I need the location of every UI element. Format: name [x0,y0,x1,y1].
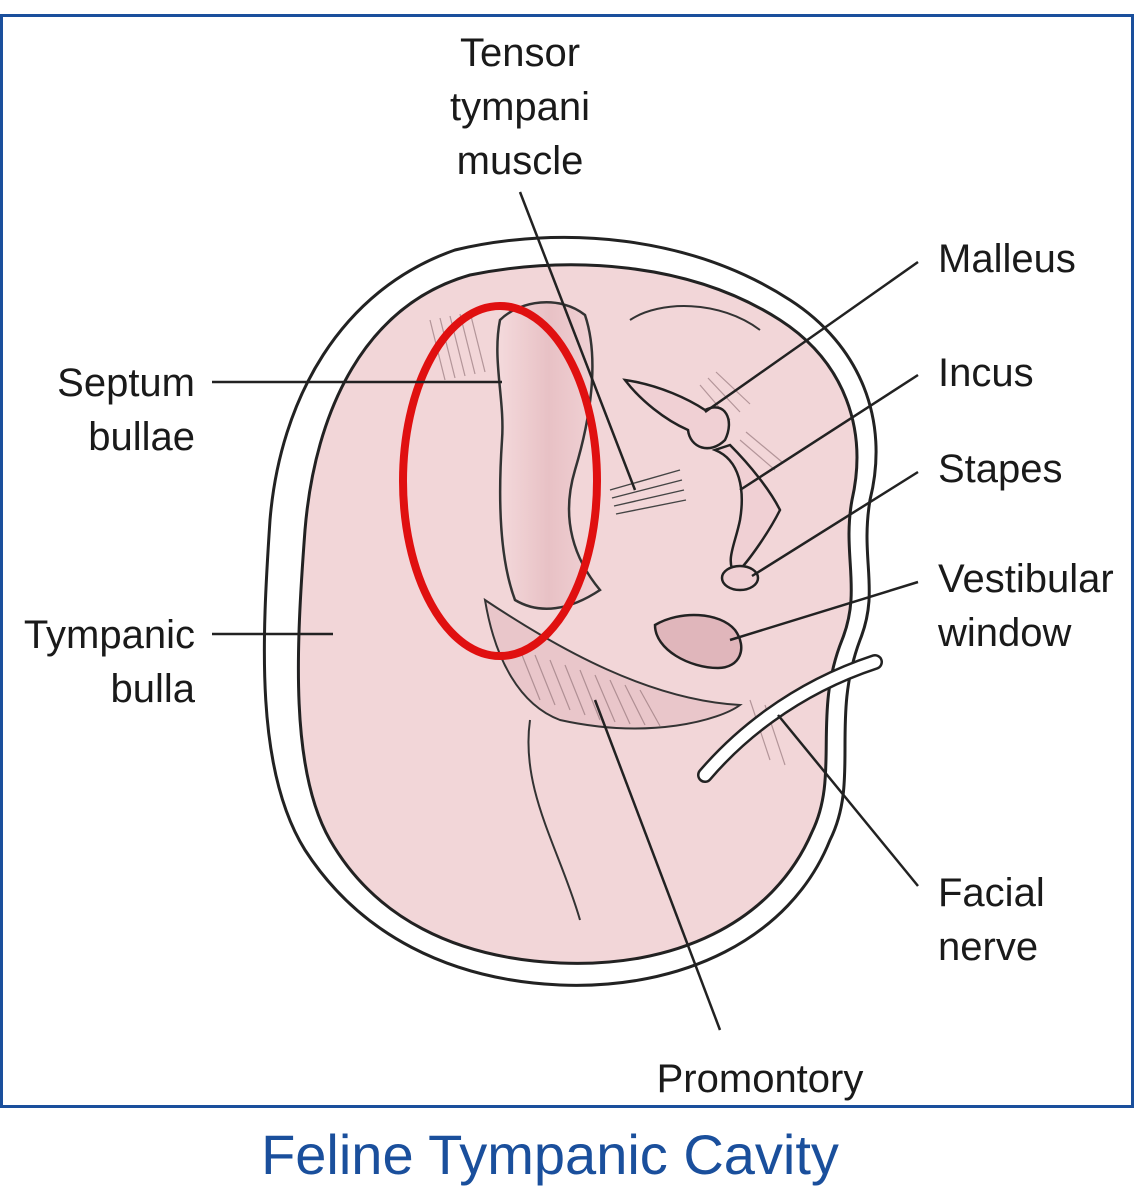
leader-malleus [704,260,919,414]
label-vestibular-line2: window [937,611,1072,655]
label-promontory: Promontory [657,1057,864,1101]
highlight-oval [399,302,601,660]
label-tympanic-bulla-line2: bulla [110,667,195,711]
facial-nerve-inner [699,656,881,781]
tensor-muscle-fibers [609,469,687,515]
promontory-region [483,597,743,730]
leader-tensor [518,191,637,491]
leader-promontory [593,699,722,1031]
septum-bullae-structure [496,301,602,610]
label-incus: Incus [938,351,1034,395]
leader-facial [777,714,919,887]
vestibular-window-shape [653,613,743,670]
stapes-shape [720,564,760,592]
label-facial-line2: nerve [938,925,1038,969]
malleus-shape [622,378,731,450]
label-malleus: Malleus [938,237,1076,281]
leader-vestibular [729,580,919,642]
label-tensor-line3: muscle [457,139,584,183]
contour-line-1 [527,719,581,921]
leader-incus [739,373,919,492]
label-tensor-line1: Tensor [460,31,580,75]
diagram-frame [0,14,1134,1108]
label-septum-line1: Septum [57,361,195,405]
label-vestibular-line1: Vestibular [938,557,1114,601]
label-facial-line1: Facial [938,871,1045,915]
tympanic-cavity-diagram: Tensor tympani muscle Malleus Incus Stap… [24,31,1114,1101]
leader-stapes [751,470,919,578]
figure-caption: Feline Tympanic Cavity [261,1123,839,1186]
label-septum-line2: bullae [88,415,195,459]
label-tensor-line2: tympani [450,85,590,129]
contour-line-2 [629,305,761,331]
label-tympanic-bulla-line1: Tympanic [24,613,195,657]
label-stapes: Stapes [938,447,1063,491]
